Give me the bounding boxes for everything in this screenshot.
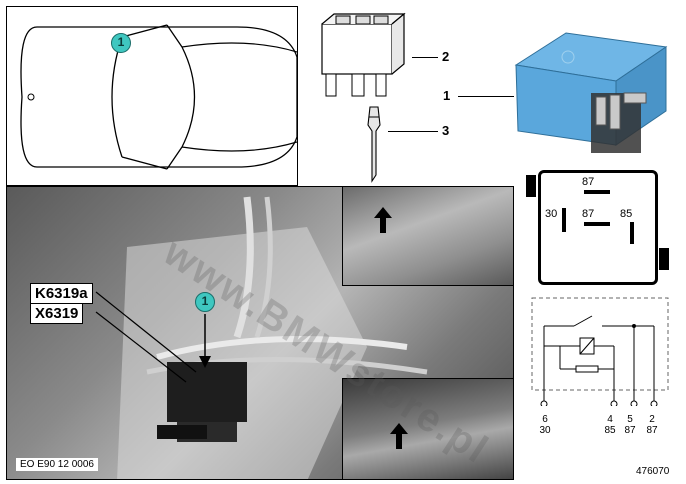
arrow-down-icon (374, 207, 392, 233)
pin-30: 30 (545, 208, 558, 220)
schematic-pin-5: 5 87 (623, 414, 637, 436)
callout-2-leader (412, 57, 438, 58)
connector-housing-icon (321, 12, 406, 97)
schematic-pin-number: 5 (627, 414, 633, 425)
pin-85-blade (630, 222, 634, 244)
inset-photo-top (342, 186, 514, 286)
callout-3: 3 (442, 123, 450, 138)
pin-87-top: 87 (582, 176, 595, 188)
pin-30-blade (562, 208, 566, 232)
callout-1-leader (458, 96, 514, 97)
schematic-pin-number: 6 (542, 414, 548, 425)
schematic-pin-2: 2 87 (645, 414, 659, 436)
schematic-pin-6: 6 30 (538, 414, 552, 436)
pinout-tab-left (526, 175, 536, 197)
pinout-tab-right (659, 248, 669, 270)
location-badge: 1 (111, 33, 131, 53)
relay-label: K6319a (30, 283, 93, 304)
photo-caption: EO E90 12 0006 (16, 458, 98, 471)
relay-pinout-box (538, 170, 658, 285)
car-location-panel: 1 (6, 6, 298, 186)
arrow-down-icon (390, 423, 408, 449)
callout-2: 2 (442, 49, 450, 64)
callout-3-leader (388, 131, 438, 132)
schematic-pin-terminal: 85 (604, 425, 616, 436)
pin-87-top-blade (584, 190, 610, 194)
pin-87-mid: 87 (582, 208, 595, 220)
callout-1: 1 (443, 88, 451, 103)
schematic-pin-terminal: 87 (646, 425, 658, 436)
pin-85: 85 (620, 208, 633, 220)
car-outline-icon (20, 24, 297, 170)
pin-87-mid-blade (584, 222, 610, 226)
schematic-pin-number: 2 (649, 414, 655, 425)
schematic-pin-number: 4 (607, 414, 613, 425)
photo-location-badge: 1 (195, 292, 215, 312)
photo-detail (117, 196, 428, 479)
schematic-pin-4: 4 85 (603, 414, 617, 436)
relay-icon (514, 32, 668, 153)
connector-label: X6319 (30, 303, 84, 324)
terminal-pin-icon (367, 106, 381, 183)
relay-schematic (531, 297, 669, 406)
inset-photo-bottom (342, 378, 514, 480)
schematic-pin-terminal: 87 (624, 425, 636, 436)
schematic-pin-terminal: 30 (539, 425, 551, 436)
figure-number: 476070 (636, 466, 670, 477)
